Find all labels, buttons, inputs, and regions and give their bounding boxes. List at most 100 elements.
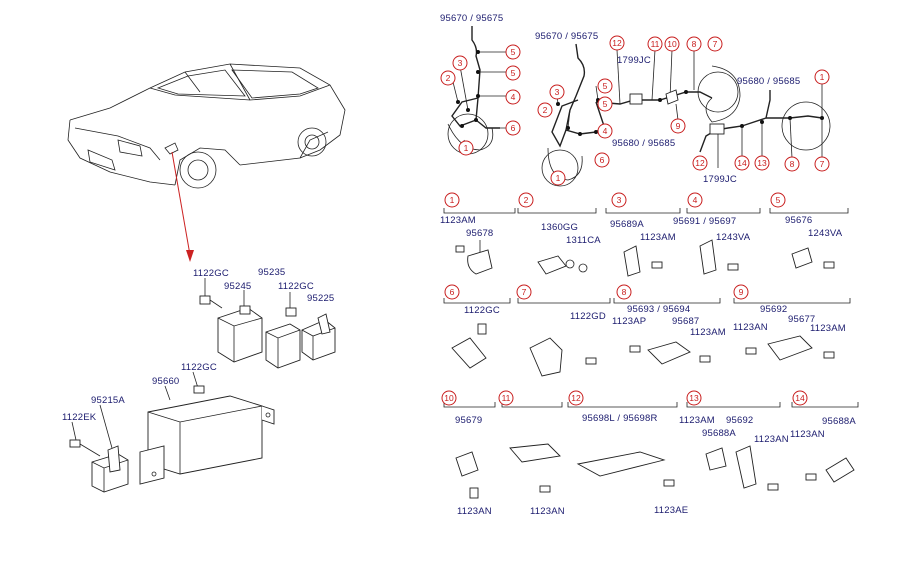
detail-13-label-b: 95692 <box>726 415 753 426</box>
detail-5-label-a: 95676 <box>785 215 812 226</box>
detail-box-1: 1 1123AM 95678 <box>440 192 516 275</box>
callout-1: 1 <box>556 173 561 183</box>
detail-box-7: 7 1122GD <box>516 284 611 377</box>
label-1122gc-a: 1122GC <box>193 268 229 279</box>
detail-box-10: 10 95679 1123AN <box>441 390 496 517</box>
callout-8: 8 <box>790 159 795 169</box>
callout-7: 7 <box>713 39 718 49</box>
detail-5-number: 5 <box>776 195 781 205</box>
detail-6-number: 6 <box>450 287 455 297</box>
callout-11: 11 <box>651 39 660 49</box>
detail-7-number: 7 <box>522 287 527 297</box>
label-1122ek: 1122EK <box>62 412 97 423</box>
label-1799jc-bottom: 1799JC <box>703 174 737 185</box>
label-95660: 95660 <box>152 376 179 387</box>
detail-13-label-a: 1123AM <box>679 415 715 426</box>
detail-3-label-b: 1123AM <box>640 232 676 243</box>
car-illustration <box>67 63 346 189</box>
detail-box-12: 12 95698L / 95698R 1123AE <box>567 390 688 516</box>
label-1122gc-unit: 1122GC <box>181 362 217 373</box>
callout-5: 5 <box>603 99 608 109</box>
callout-4: 4 <box>603 126 608 136</box>
detail-7-label-a: 1122GD <box>570 311 606 322</box>
detail-4-number: 4 <box>693 195 698 205</box>
detail-box-4: 4 95691 / 95697 1243VA <box>673 192 761 275</box>
detail-box-2: 2 1360GG 1311CA <box>517 192 601 275</box>
callout-13: 13 <box>757 158 767 168</box>
callout-5: 5 <box>511 68 516 78</box>
callout-2: 2 <box>446 73 451 83</box>
detail-8-number: 8 <box>622 287 627 297</box>
detail-6-label-a: 1122GC <box>464 305 500 316</box>
detail-box-5: 5 95676 1243VA <box>769 192 849 269</box>
label-95680-95685-mid: 95680 / 95685 <box>612 138 675 149</box>
relay-group: 1122GC 95235 95245 1122GC 95225 <box>193 267 336 369</box>
label-95670-95675-right: 95670 / 95675 <box>535 31 598 42</box>
detail-9-label-b: 1123AN <box>733 322 768 333</box>
detail-9-label-d: 1123AM <box>810 323 846 334</box>
detail-3-number: 3 <box>617 195 622 205</box>
callout-2: 2 <box>543 105 548 115</box>
detail-10-number: 10 <box>444 393 454 403</box>
harness-center: 95670 / 95675 <box>535 31 741 187</box>
detail-13-number: 13 <box>689 393 699 403</box>
detail-14-label-a: 1123AN <box>790 429 825 440</box>
detail-9-label-a: 95692 <box>760 304 787 315</box>
detail-box-13: 13 1123AM 95692 95688A 1123AN <box>679 390 789 491</box>
detail-box-8: 8 95693 / 95694 1123AP 95687 1123AM <box>612 284 726 365</box>
detail-8-label-c: 95687 <box>672 316 699 327</box>
arrowhead-icon <box>186 250 194 262</box>
callout-3: 3 <box>555 87 560 97</box>
detail-2-number: 2 <box>524 195 529 205</box>
detail-9-label-c: 95677 <box>788 314 815 325</box>
detail-8-label-b: 1123AP <box>612 316 646 327</box>
label-1122gc-b: 1122GC <box>278 281 314 292</box>
detail-10-label-b: 1123AN <box>457 506 492 517</box>
detail-box-9: 9 95692 1123AN 95677 1123AM <box>733 284 851 361</box>
detail-12-label-a: 95698L / 95698R <box>582 413 658 424</box>
callout-1: 1 <box>464 143 469 153</box>
detail-box-14: 14 1123AN 95688A <box>790 390 859 483</box>
callout-1: 1 <box>820 72 825 82</box>
label-95680-95685-right: 95680 / 95685 <box>737 76 800 87</box>
detail-13-label-c: 95688A <box>702 428 736 439</box>
detail-2-label-b: 1311CA <box>566 235 601 246</box>
detail-4-label-b: 1243VA <box>716 232 751 243</box>
callout-6: 6 <box>600 155 605 165</box>
detail-4-label-a: 95691 / 95697 <box>673 216 736 227</box>
detail-8-label-d: 1123AM <box>690 327 726 338</box>
detail-8-label-a: 95693 / 95694 <box>627 304 690 315</box>
detail-box-6: 6 1122GC <box>443 284 511 369</box>
detail-1-label-a: 1123AM <box>440 215 476 226</box>
callout-7: 7 <box>820 159 825 169</box>
detail-11-label-a: 1123AN <box>530 506 565 517</box>
harness-center-labels: 1799JC 95680 / 95685 5 5 4 6 3 2 1 12 11… <box>537 35 723 186</box>
detail-box-3: 3 95689A 1123AM <box>605 192 681 277</box>
callout-5: 5 <box>511 47 516 57</box>
label-95235: 95235 <box>258 267 285 278</box>
detail-13-label-d: 1123AN <box>754 434 789 445</box>
label-1799jc-top: 1799JC <box>617 55 651 66</box>
label-95215a: 95215A <box>91 395 125 406</box>
callout-10: 10 <box>667 39 677 49</box>
detail-2-label-a: 1360GG <box>541 222 578 233</box>
callout-5: 5 <box>603 81 608 91</box>
callout-14: 14 <box>737 158 747 168</box>
callout-6: 6 <box>511 123 516 133</box>
detail-12-label-b: 1123AE <box>654 505 688 516</box>
detail-5-label-b: 1243VA <box>808 228 843 239</box>
detail-1-label-b: 95678 <box>466 228 493 239</box>
harness-right: 95680 / 95685 <box>699 76 831 168</box>
detail-9-number: 9 <box>739 287 744 297</box>
control-unit-group: 1122GC 95660 95215A 1122EK <box>62 362 275 493</box>
callout-12: 12 <box>612 38 622 48</box>
label-95225: 95225 <box>307 293 334 304</box>
detail-11-number: 11 <box>502 393 511 403</box>
callout-3: 3 <box>458 58 463 68</box>
callout-4: 4 <box>511 92 516 102</box>
detail-14-label-b: 95688A <box>822 416 856 427</box>
detail-14-number: 14 <box>795 393 805 403</box>
callout-9: 9 <box>676 121 681 131</box>
label-95245: 95245 <box>224 281 251 292</box>
